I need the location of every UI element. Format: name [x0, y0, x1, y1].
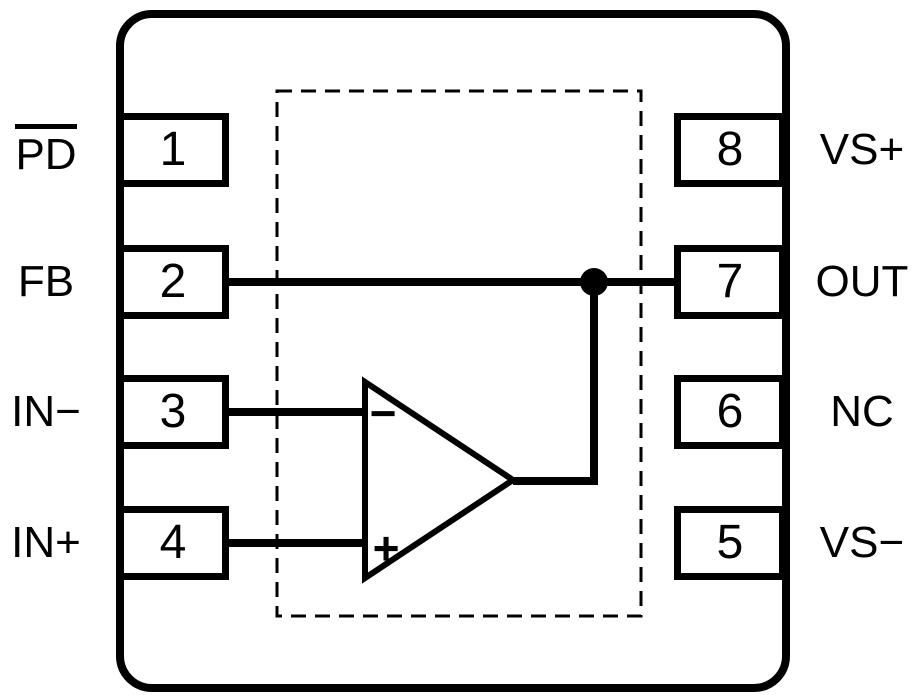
pin-out-label-text: OUT	[815, 257, 909, 306]
pin-pd-label-text: PD	[15, 123, 77, 177]
pin-6-box: 6	[674, 375, 786, 449]
pin-3-box: 3	[117, 375, 229, 449]
pin-7-box: 7	[674, 245, 786, 319]
pin-nc-label: NC	[810, 382, 912, 442]
pin-nc-label-text: NC	[830, 387, 894, 436]
chip-package-outline	[116, 10, 790, 692]
pin-5-number: 5	[716, 516, 744, 569]
pin-in-plus-label: IN+	[0, 513, 98, 573]
pin-7-number: 7	[716, 255, 744, 308]
pin-in-plus-label-text: IN+	[11, 518, 81, 567]
pin-vs-minus-label-text: VS−	[819, 518, 905, 567]
pin-in-minus-label: IN−	[0, 382, 98, 442]
dashed-functional-boundary	[275, 89, 643, 618]
pin-8-box: 8	[674, 113, 786, 187]
pin-5-box: 5	[674, 506, 786, 580]
pin-1-number: 1	[159, 123, 187, 176]
opamp-output-wire	[513, 282, 598, 485]
inverting-input-sign: −	[369, 387, 397, 439]
pin-2-box: 2	[117, 245, 229, 319]
pin-fb-label: FB	[0, 252, 98, 312]
pin-vs-minus-label: VS−	[810, 513, 912, 573]
pin-8-number: 8	[716, 123, 744, 176]
junction-dot	[580, 268, 608, 296]
pin-6-number: 6	[716, 385, 744, 438]
pin-2-number: 2	[159, 255, 187, 308]
pin-vs-plus-label: VS+	[810, 120, 912, 180]
pin-1-box: 1	[117, 113, 229, 187]
pin-4-number: 4	[159, 516, 187, 569]
pin-out-label: OUT	[810, 252, 912, 312]
pin-in-minus-label-text: IN−	[11, 387, 81, 436]
pin-vs-plus-label-text: VS+	[819, 125, 905, 174]
pin-4-box: 4	[117, 506, 229, 580]
pin-pd-label: PD	[0, 120, 98, 180]
pin-fb-label-text: FB	[17, 257, 75, 306]
noninverting-input-sign: +	[372, 522, 400, 574]
pin-3-number: 3	[159, 385, 187, 438]
opamp-triangle	[362, 376, 519, 584]
